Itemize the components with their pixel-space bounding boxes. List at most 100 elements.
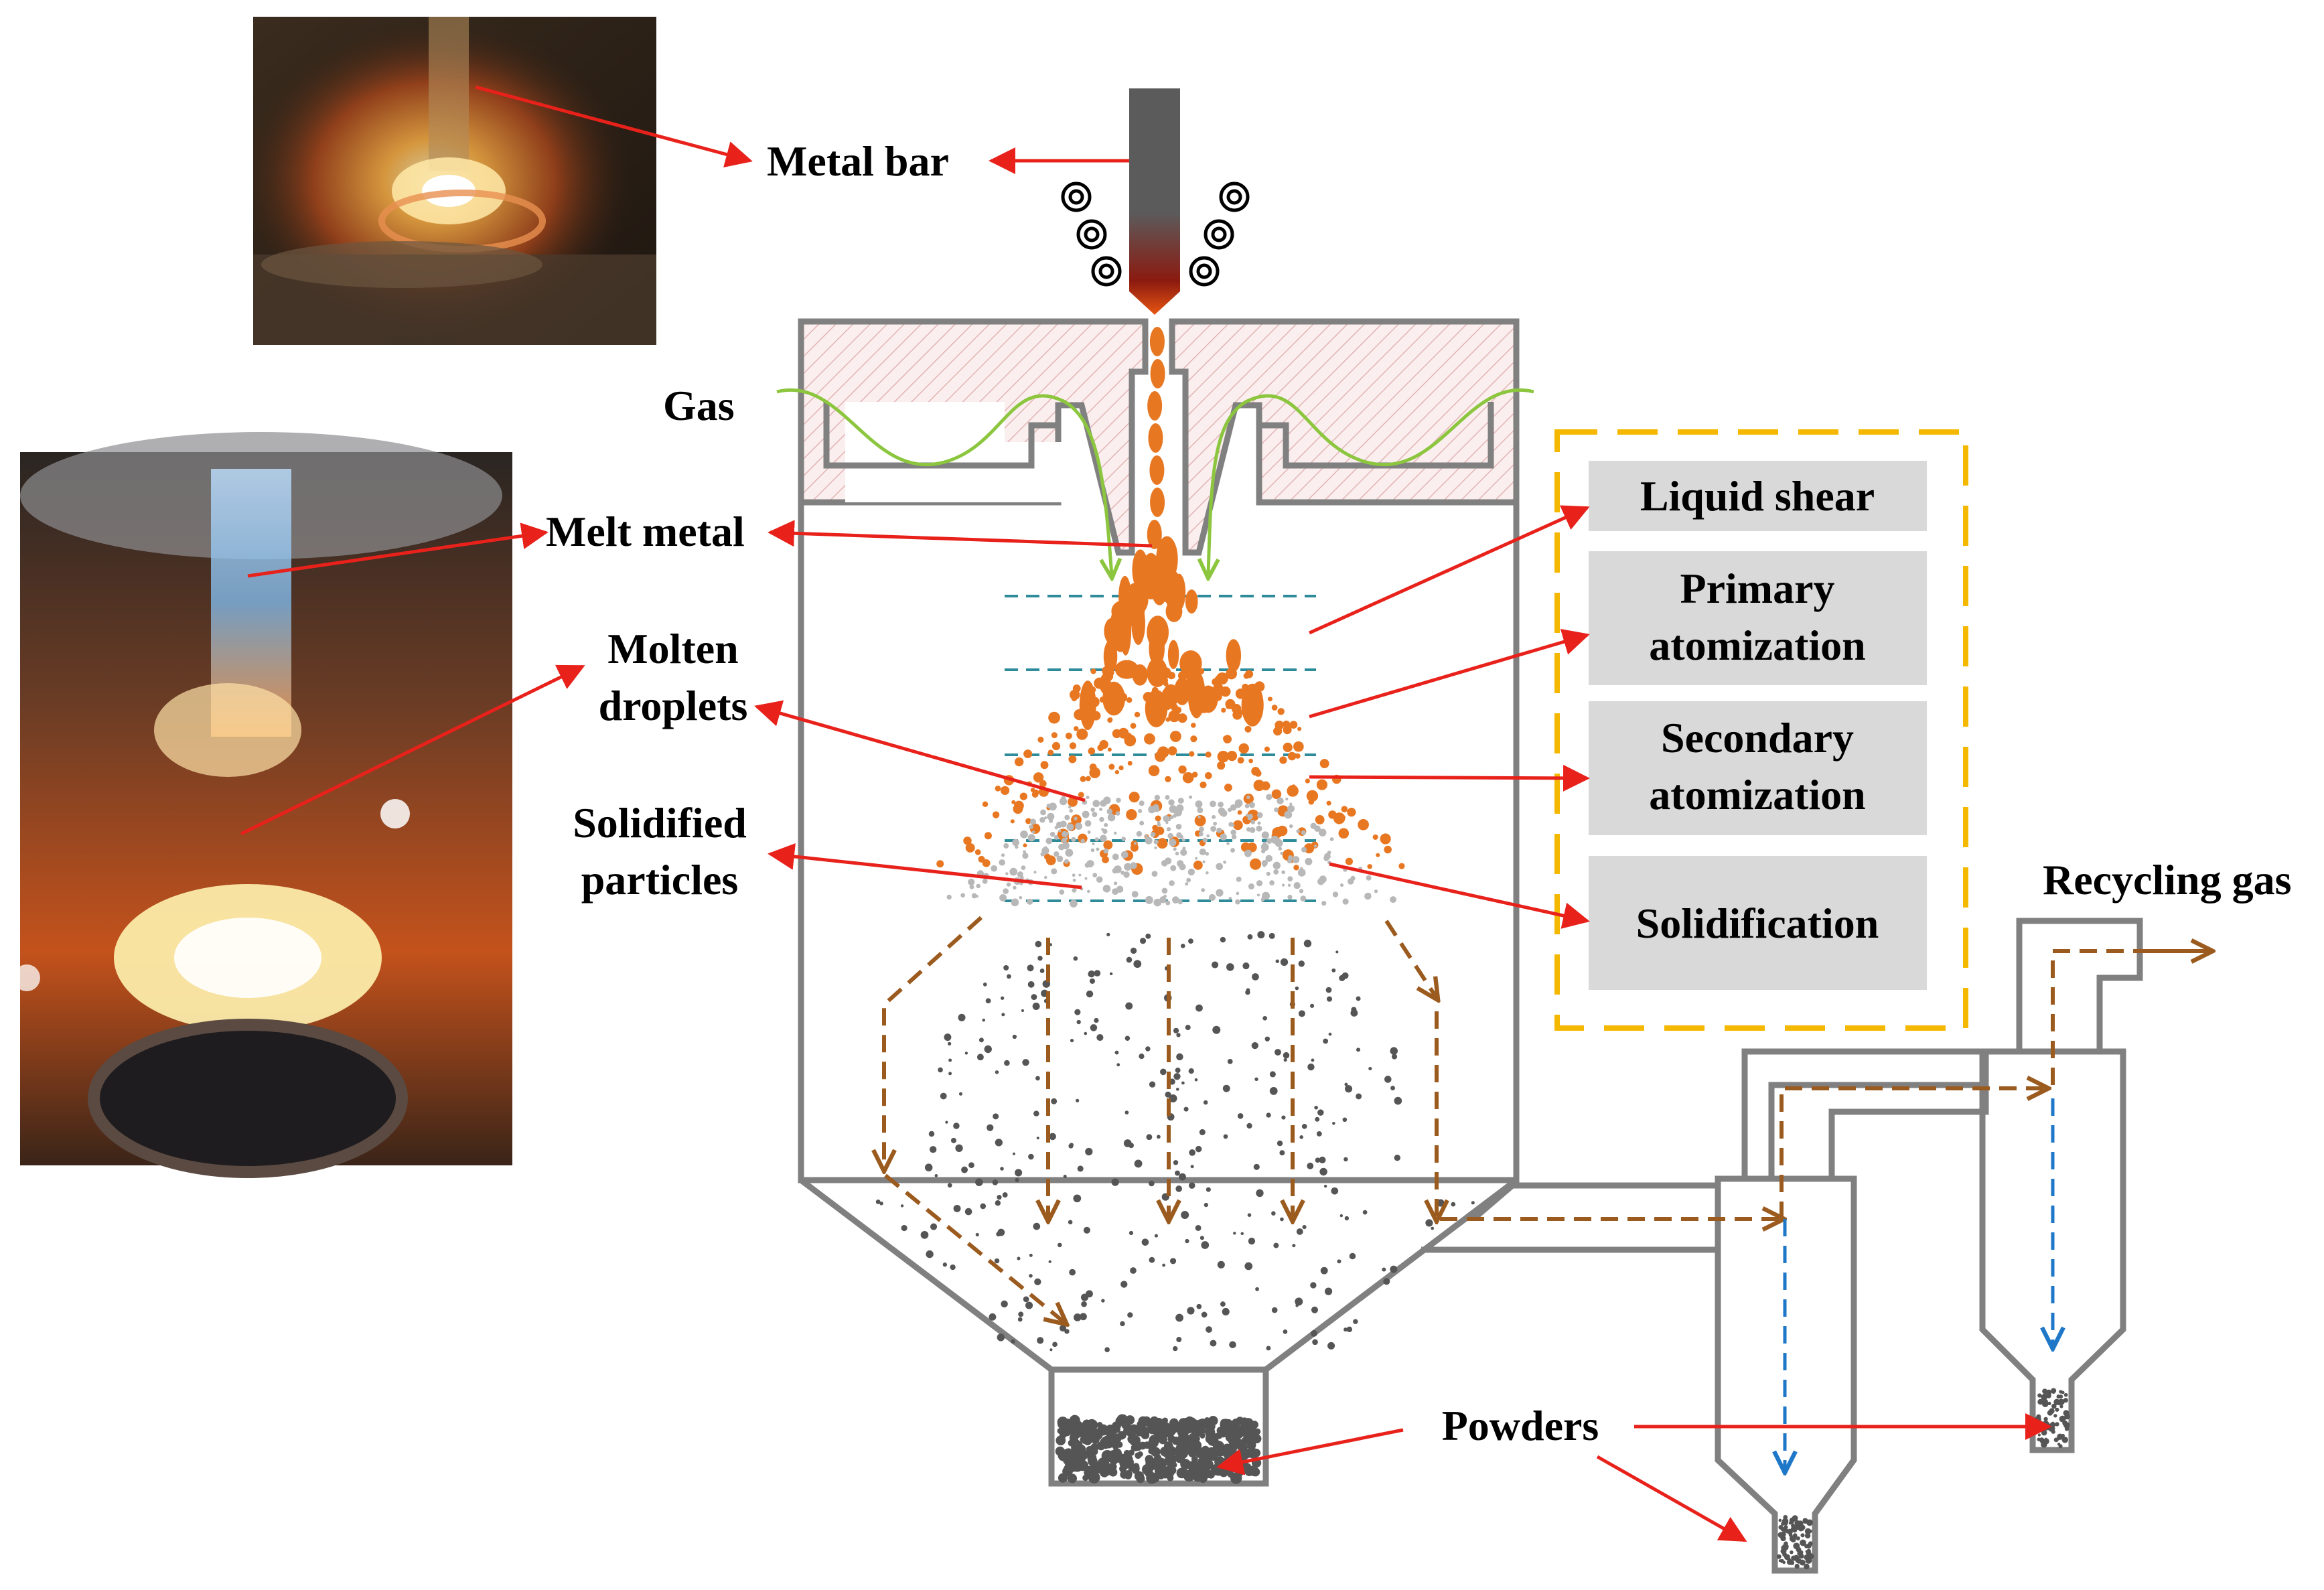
powder-particle [1233, 1232, 1236, 1235]
solid-particle [1029, 824, 1033, 830]
solid-particle [1164, 857, 1172, 865]
molten-droplet [1085, 776, 1091, 782]
solid-particle [1012, 839, 1019, 847]
powder-particle [2046, 1393, 2051, 1398]
molten-droplet [1220, 686, 1231, 697]
solid-particle [1299, 889, 1304, 893]
powder-particle [1324, 1287, 1333, 1295]
powder-particle [1269, 1087, 1278, 1095]
solid-particle [960, 893, 966, 898]
powder-particle [1189, 1149, 1196, 1156]
molten-droplet [1164, 540, 1177, 572]
powder-particle [2047, 1401, 2051, 1406]
powder-particle [1070, 1423, 1079, 1432]
molten-droplet [995, 785, 1001, 792]
powder-particle [955, 1144, 963, 1152]
solid-particle [1319, 875, 1327, 883]
solid-particle [1092, 873, 1098, 878]
powder-particle [987, 1124, 994, 1131]
solid-particle [1092, 800, 1100, 808]
solid-particle [1169, 815, 1174, 820]
molten-droplet [1150, 488, 1165, 517]
powder-particle [1281, 1115, 1286, 1120]
solid-particle [1177, 798, 1184, 804]
solid-particle [1099, 816, 1104, 822]
solid-particle [1154, 846, 1157, 849]
molten-droplet [1089, 686, 1096, 693]
solid-particle [1261, 849, 1266, 854]
molten-droplet [936, 860, 944, 868]
powder-particle [1295, 1297, 1303, 1306]
solid-particle [1023, 850, 1027, 854]
powder-particle [1090, 1024, 1098, 1031]
solid-particle [976, 883, 981, 889]
molten-droplet [1155, 826, 1165, 835]
molten-droplet [1147, 520, 1162, 549]
solid-particle [1170, 865, 1177, 871]
powder-particle [1076, 1098, 1080, 1102]
solid-particle [1197, 807, 1204, 814]
powder-particle [1081, 1301, 1087, 1307]
powder-particle [1148, 1448, 1154, 1455]
solid-particle [1082, 810, 1090, 818]
solid-particle [1145, 837, 1153, 845]
solid-particle [982, 879, 988, 884]
solid-particle [1058, 843, 1065, 851]
powder-particle [1015, 1177, 1019, 1183]
powder-particle [1279, 1150, 1285, 1156]
powder-particle [2049, 1408, 2055, 1414]
powder-particle [1001, 1300, 1008, 1308]
molten-droplet [1347, 808, 1356, 817]
molten-droplet [1065, 732, 1072, 739]
powder-particle [1780, 1548, 1787, 1555]
molten-droplet [1267, 697, 1273, 702]
powder-particle [1086, 1290, 1093, 1298]
powder-particle [1090, 1465, 1100, 1475]
powder-particle [1017, 1256, 1021, 1260]
powder-particle [1246, 1123, 1252, 1129]
powder-particle [1143, 1465, 1153, 1475]
solid-particle [1112, 853, 1119, 861]
powder-particle [1124, 1110, 1129, 1115]
label-recycling-gas: Recycling gas [2043, 856, 2292, 904]
powder-particle [1124, 1457, 1134, 1467]
solid-particle [1100, 800, 1107, 807]
molten-droplet [1071, 695, 1078, 702]
powder-particle [1180, 1443, 1187, 1450]
powder-particle [1344, 1216, 1350, 1221]
powder-particle [1788, 1533, 1793, 1537]
stage-secondary-atomization: Secondary atomization [1589, 701, 1927, 835]
powder-particle [1791, 1555, 1797, 1561]
powder-particle [1089, 978, 1096, 984]
powder-particle [1368, 1067, 1372, 1071]
molten-droplet [1155, 815, 1161, 822]
solid-particle [1080, 839, 1086, 844]
powder-particle [1236, 1431, 1243, 1439]
solid-particle [1078, 873, 1082, 877]
molten-droplet [1081, 697, 1090, 707]
powder-particle [1390, 1047, 1398, 1055]
molten-droplet [1277, 708, 1285, 715]
powder-particle [1778, 1518, 1782, 1522]
solid-particle [1112, 867, 1118, 874]
powder-particle [1196, 1303, 1202, 1309]
powder-particle [994, 1258, 1000, 1264]
solid-particle [1161, 887, 1168, 894]
powder-particle [1212, 1025, 1221, 1034]
label-gas: Gas [663, 382, 735, 429]
solid-particle [1216, 889, 1224, 897]
label-metal-bar: Metal bar [767, 137, 949, 185]
powder-particle [1032, 1003, 1040, 1010]
solid-particle [1329, 837, 1334, 841]
powder-particle [1118, 1453, 1127, 1462]
powder-particle [945, 1121, 948, 1124]
powder-particle [1214, 1451, 1220, 1457]
powder-particle [1157, 1471, 1165, 1479]
powder-particle [1331, 1187, 1339, 1195]
solid-particle [1177, 899, 1183, 905]
molten-droplet [1000, 786, 1010, 795]
powder-particle [1188, 938, 1193, 944]
powder-particle [1382, 1267, 1386, 1272]
molten-droplet [1333, 812, 1346, 824]
powder-particle [2055, 1422, 2059, 1427]
